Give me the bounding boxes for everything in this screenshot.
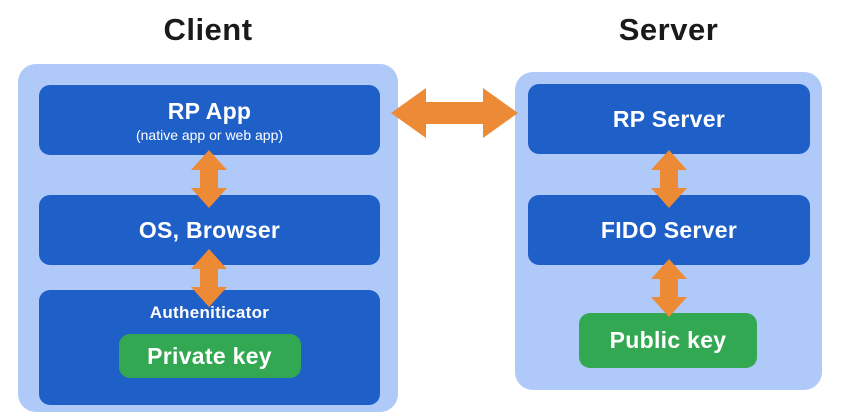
horizontal-double-arrow-icon — [391, 88, 518, 138]
public-key-label: Public key — [609, 327, 727, 353]
rp-app-node: RP App (native app or web app) — [39, 85, 380, 155]
server-panel: RP Server FIDO Server Public key — [515, 72, 822, 390]
fido-server-node: FIDO Server — [528, 195, 810, 265]
rp-server-node: RP Server — [528, 84, 810, 154]
server-section-title: Server — [618, 12, 719, 47]
public-key-box: Public key — [579, 313, 757, 368]
private-key-label: Private key — [147, 342, 272, 369]
client-panel: RP App (native app or web app) OS, Brows… — [18, 64, 398, 412]
rp-app-label: RP App — [167, 97, 252, 124]
client-section-title: Client — [163, 12, 253, 47]
fido-server-label: FIDO Server — [600, 216, 738, 243]
os-browser-node: OS, Browser — [39, 195, 380, 265]
authenticator-label: Autheniticator — [149, 303, 270, 322]
arrow-shape — [391, 88, 518, 138]
rp-server-label: RP Server — [612, 105, 726, 132]
client-server-arrow — [391, 88, 518, 138]
authenticator-node: Autheniticator Private key — [39, 290, 380, 405]
os-browser-label: OS, Browser — [138, 216, 281, 243]
private-key-box: Private key — [118, 334, 301, 378]
rp-app-sublabel: (native app or web app) — [135, 126, 284, 143]
